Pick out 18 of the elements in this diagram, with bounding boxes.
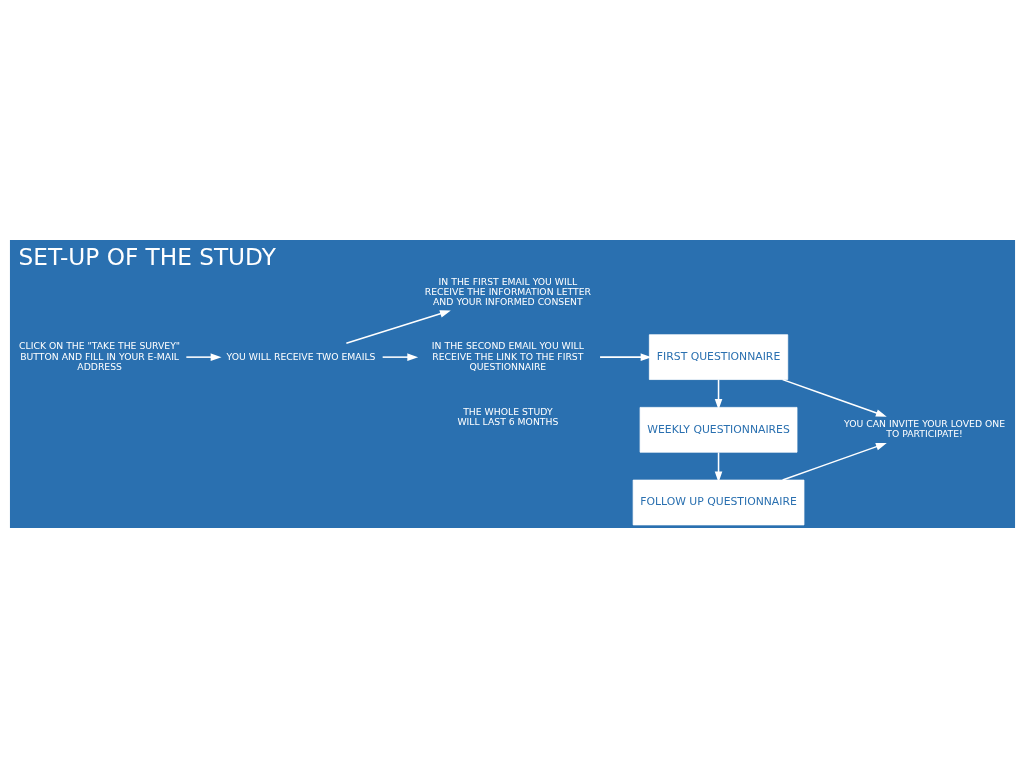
node-text: IN THE SECOND EMAIL YOU WILL RECEIVE THE LINK TO THE FIRST QUESTIONNAIRE (431, 340, 584, 372)
node-text: YOU CAN INVITE YOUR LOVED ONE TO PARTICIPATE! (843, 418, 1005, 440)
label: THE WHOLE STUDY WILL LAST 6 MONTHS (456, 405, 558, 427)
node-text: IN THE FIRST EMAIL YOU WILL RECEIVE THE INFORMATION LETTER AND YOUR INFORMED CONSENT (424, 276, 591, 308)
arrow (598, 353, 652, 361)
arrow (381, 353, 418, 361)
node-box: FIRST QUESTIONNAIRE (648, 334, 788, 380)
arrow (781, 442, 887, 481)
arrow (185, 353, 221, 361)
arrow (714, 451, 722, 483)
node-text: YOU WILL RECEIVE TWO EMAILS (226, 350, 375, 362)
arrow (345, 310, 451, 344)
node-box: WEEKLY QUESTIONNAIRES (639, 407, 797, 453)
arrow (781, 378, 887, 417)
arrow (714, 378, 722, 410)
node-text: CLICK ON THE "TAKE THE SURVEY" BUTTON AND FILL IN YOUR E-MAIL ADDRESS (18, 340, 180, 372)
diagram-title: SET-UP OF THE STUDY (18, 242, 276, 270)
node-box: FOLLOW UP QUESTIONNAIRE (632, 479, 804, 526)
